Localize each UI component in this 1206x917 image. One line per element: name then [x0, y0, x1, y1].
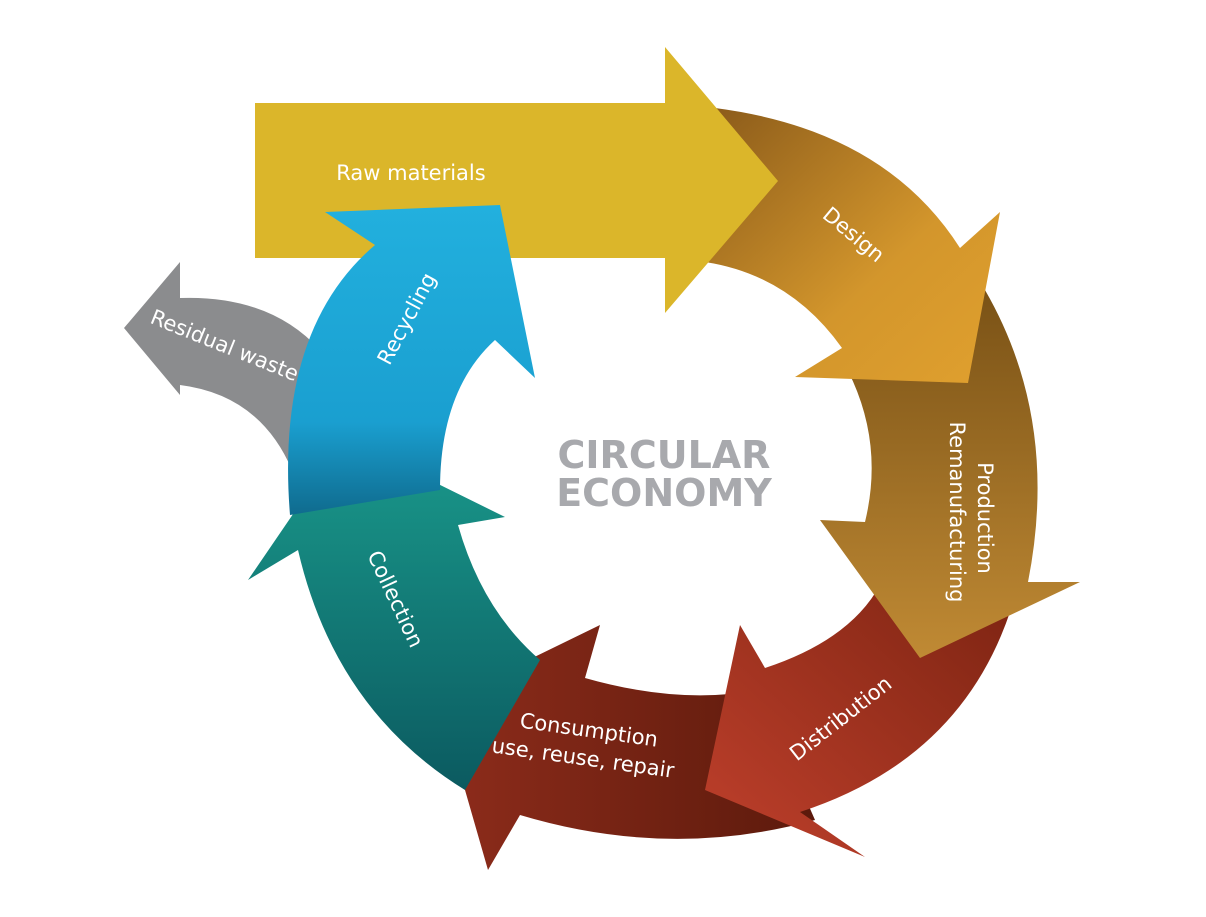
- recycling-arrow: [288, 205, 535, 515]
- residual-waste-arrow: [124, 262, 320, 470]
- consumption-arrow: [440, 625, 815, 870]
- production-arrow: [820, 290, 1080, 658]
- raw-materials-label: Raw materials: [336, 161, 485, 185]
- collection-arrow: [248, 438, 540, 790]
- center-title-line2: ECONOMY: [556, 471, 772, 515]
- production-label-line1: Production: [973, 462, 997, 574]
- production-label-line2: Remanufacturing: [945, 422, 969, 603]
- center-title-line1: CIRCULAR: [558, 433, 771, 477]
- raw-materials-arrow: [255, 47, 778, 313]
- design-arrow: [705, 108, 1000, 383]
- distribution-arrow: [705, 585, 1010, 857]
